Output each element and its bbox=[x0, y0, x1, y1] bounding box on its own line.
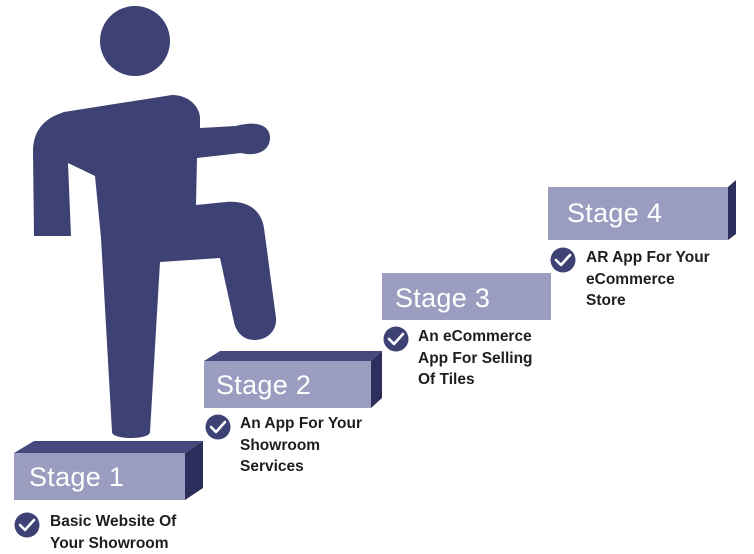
desc-line: eCommerce bbox=[586, 270, 675, 288]
desc-line: AR App For Your bbox=[586, 249, 710, 266]
desc-line: Of Tiles bbox=[418, 371, 475, 388]
stage-2-step bbox=[204, 351, 382, 408]
stage-4-label: Stage 4 bbox=[567, 198, 663, 228]
stage-1-description: Basic Website Of Your Showroom bbox=[50, 511, 176, 554]
check-circle-icon bbox=[14, 512, 40, 538]
desc-line: Showroom bbox=[240, 436, 321, 454]
desc-line: Your Showroom bbox=[50, 534, 169, 552]
stage-2-description: An App For Your Showroom Services bbox=[240, 413, 362, 478]
stage-4-description: AR App For Your eCommerce Store bbox=[586, 247, 710, 312]
stage-3-label: Stage 3 bbox=[395, 283, 491, 313]
desc-line: App For Selling bbox=[418, 349, 533, 367]
stage-2-label: Stage 2 bbox=[216, 370, 312, 400]
check-circle-icon bbox=[205, 414, 231, 440]
desc-line: An eCommerce bbox=[418, 328, 532, 345]
person-climbing-icon bbox=[33, 6, 277, 438]
check-circle-icon bbox=[383, 326, 409, 352]
stage-1-label: Stage 1 bbox=[29, 462, 125, 492]
desc-line: Services bbox=[240, 458, 304, 475]
check-circle-icon bbox=[550, 247, 576, 273]
stage-3-description: An eCommerce App For Selling Of Tiles bbox=[418, 326, 533, 391]
stage-4-step bbox=[548, 180, 736, 240]
desc-line: An App For Your bbox=[240, 415, 362, 432]
stage-3-step bbox=[382, 273, 551, 320]
desc-line: Store bbox=[586, 292, 626, 309]
stage-1-step bbox=[14, 441, 203, 500]
desc-line: Basic Website Of bbox=[50, 513, 177, 530]
